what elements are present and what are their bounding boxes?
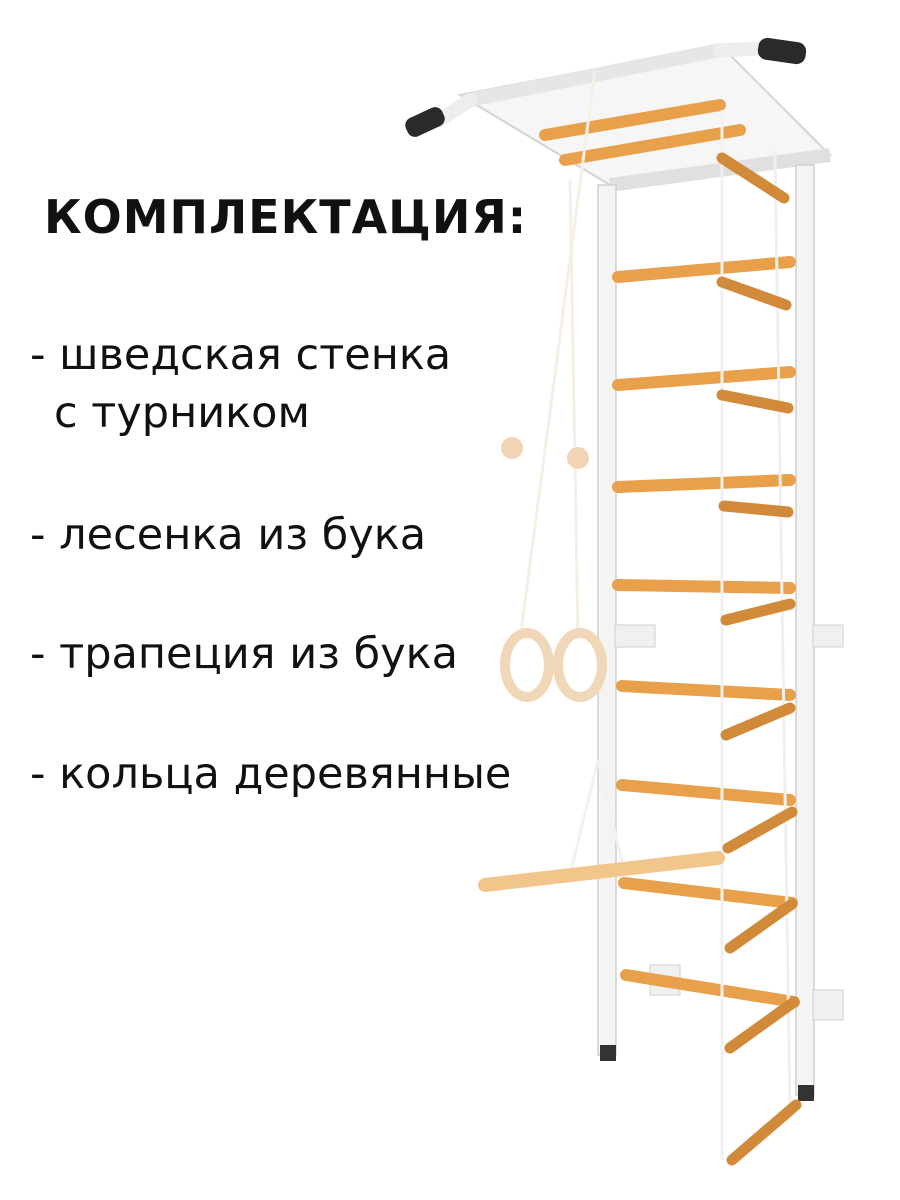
ring-left-icon	[500, 628, 554, 702]
wall-bars-rungs	[612, 256, 800, 1008]
left-grip-icon	[405, 107, 445, 137]
right-grip-icon	[757, 37, 807, 65]
rope-ladder	[716, 110, 802, 1166]
item-wall-bars: - шведская стенка с турником	[30, 326, 451, 442]
item-trapeze: - трапеция из бука	[30, 629, 458, 679]
heading-completeness: КОМПЛЕКТАЦИЯ:	[44, 190, 528, 244]
ring-right-icon	[553, 628, 607, 702]
trapeze	[478, 759, 725, 892]
item-wall-bars-line2: с турником	[54, 388, 310, 438]
item-wall-bars-line1: - шведская стенка	[30, 330, 452, 380]
gymnastic-rings	[500, 69, 607, 702]
wall-bars-frame	[597, 164, 844, 1101]
item-rings: - кольца деревянные	[30, 749, 512, 799]
item-rope-ladder: - лесенка из бука	[30, 510, 427, 560]
wall-bars-product-image	[405, 37, 844, 1166]
pullup-bar	[405, 37, 833, 192]
